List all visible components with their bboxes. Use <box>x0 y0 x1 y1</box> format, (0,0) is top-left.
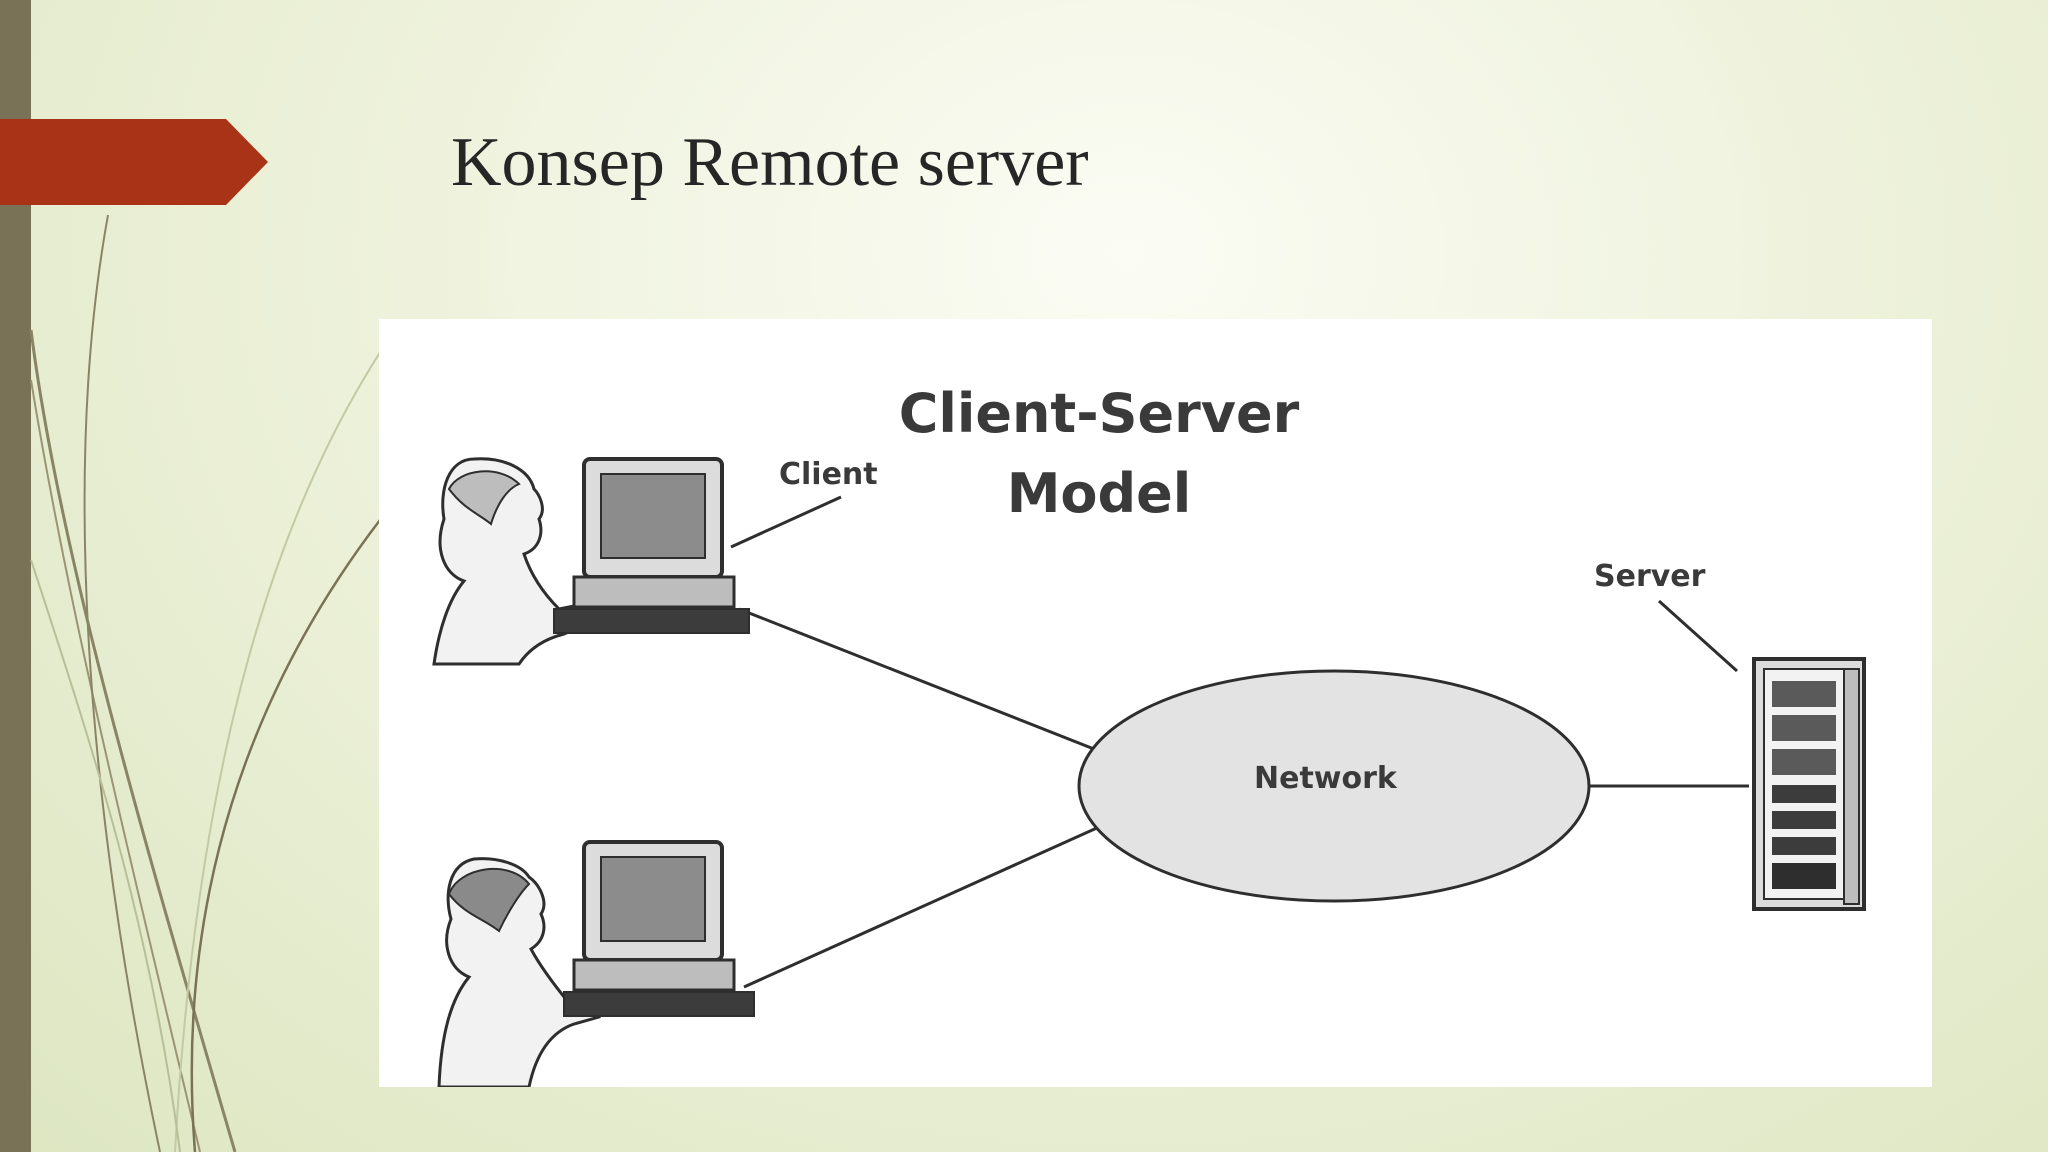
decorative-swooshes <box>29 214 400 1152</box>
server-label: Server <box>1594 559 1706 594</box>
page-title: Konsep Remote server <box>451 124 1089 201</box>
client-server-diagram: Client-Server Model Client Server Networ… <box>379 319 1932 1087</box>
title-arrow-icon <box>0 119 268 205</box>
client-pointer <box>730 495 842 549</box>
diagram-heading: Client-Server Model <box>898 382 1300 525</box>
network-label: Network <box>1254 761 1397 796</box>
server-rack-icon <box>1752 657 1866 911</box>
link-client1-network <box>738 607 1100 753</box>
link-client2-network <box>743 825 1100 989</box>
diagram-drawing <box>432 457 1866 1087</box>
server-pointer <box>1657 599 1739 673</box>
client-label: Client <box>779 457 878 492</box>
network-cloud-icon <box>1077 669 1591 903</box>
person-at-computer-icon <box>432 457 750 666</box>
person-at-computer-icon <box>437 840 755 1087</box>
